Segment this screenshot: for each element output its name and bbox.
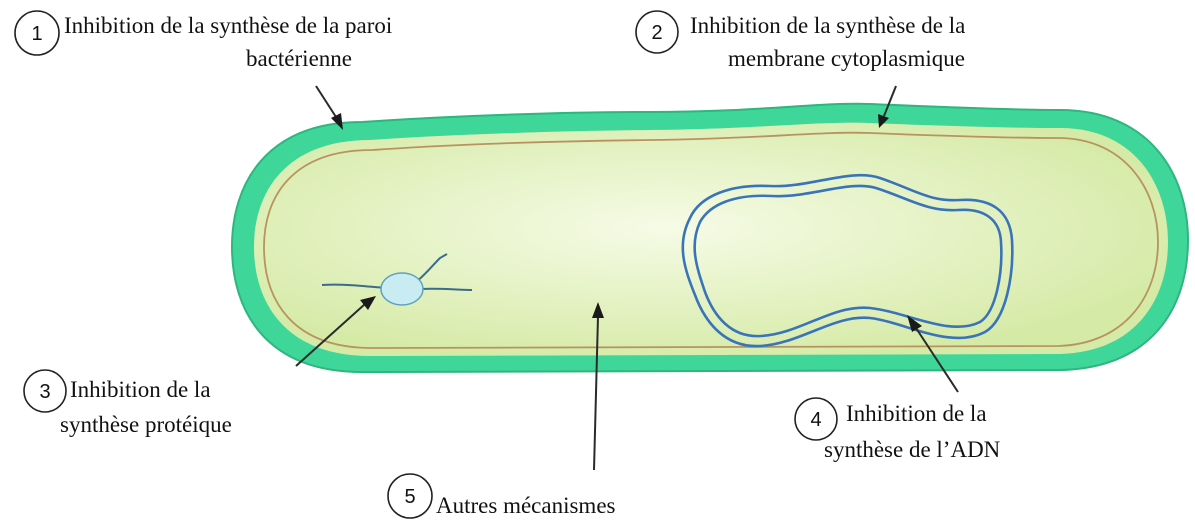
cytoplasm <box>254 123 1168 356</box>
label-number: 3 <box>39 381 50 403</box>
label-number: 4 <box>810 409 821 431</box>
label-line: synthèse protéique <box>60 412 232 437</box>
label-line: synthèse de l’ADN <box>824 437 1001 462</box>
label-line: Inhibition de la synthèse de la <box>690 13 965 38</box>
label-line: Autres mécanismes <box>436 493 616 518</box>
label-line: Inhibition de la synthèse de la paroi <box>64 13 392 38</box>
label-4: 4 Inhibition de la synthèse de l’ADN <box>795 398 1001 462</box>
label-2: 2 Inhibition de la synthèse de la membra… <box>636 11 965 71</box>
label-5: 5 Autres mécanismes <box>388 474 616 518</box>
label-line: bactérienne <box>246 46 352 71</box>
label-line: membrane cytoplasmique <box>728 46 965 71</box>
label-1: 1 Inhibition de la synthèse de la paroi … <box>15 11 392 71</box>
label-line: Inhibition de la <box>846 401 987 426</box>
label-number: 5 <box>404 486 415 508</box>
label-number: 2 <box>651 22 662 44</box>
arrow-1 <box>316 86 343 130</box>
label-line: Inhibition de la <box>70 377 211 402</box>
label-3: 3 Inhibition de la synthèse protéique <box>24 370 232 437</box>
label-number: 1 <box>31 23 42 45</box>
ribosome <box>381 273 423 305</box>
